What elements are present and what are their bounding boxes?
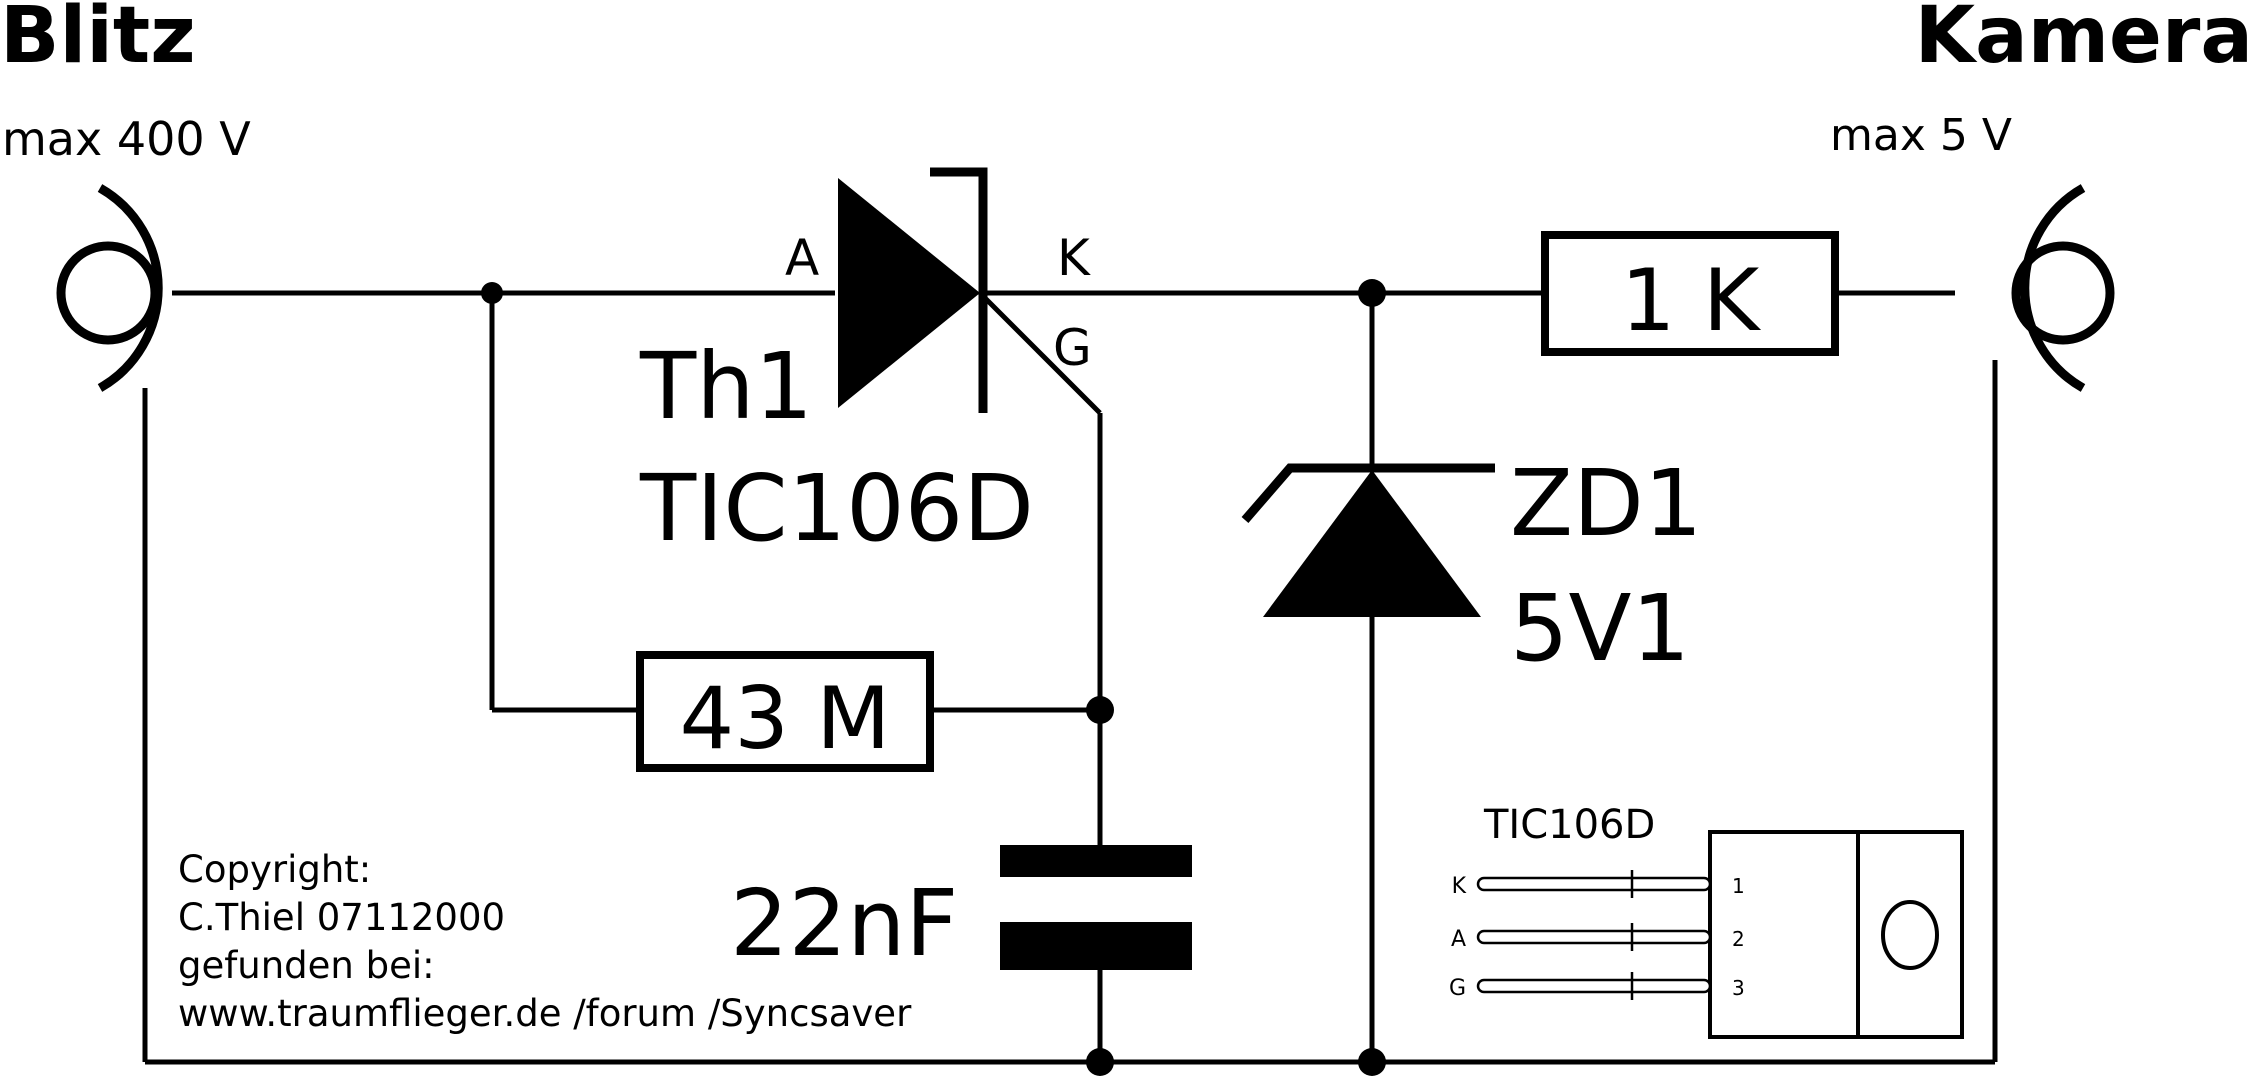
left-title: Blitz bbox=[0, 0, 196, 81]
package-pin: A 2 bbox=[1451, 923, 1745, 952]
resistor-1k-label: 1 K bbox=[1621, 251, 1762, 351]
package-pin-label: K bbox=[1452, 874, 1467, 899]
copyright-line: gefunden bei: bbox=[178, 944, 435, 987]
right-subtitle: max 5 V bbox=[1830, 110, 2012, 161]
package-drawing: TIC106D K 1 A 2 G 3 bbox=[1449, 802, 1964, 1039]
left-subtitle: max 400 V bbox=[2, 112, 251, 166]
resistor-43m bbox=[636, 651, 934, 772]
camera-jack bbox=[2011, 184, 2115, 392]
capacitor-label: 22nF bbox=[730, 870, 958, 977]
mounting-hole bbox=[1881, 900, 1939, 970]
package-pin: K 1 bbox=[1452, 870, 1745, 899]
package-pin-number: 1 bbox=[1732, 874, 1745, 898]
copyright-line: C.Thiel 07112000 bbox=[178, 896, 505, 939]
package-title: TIC106D bbox=[1483, 802, 1655, 848]
zener-name: ZD1 bbox=[1510, 450, 1702, 557]
thyristor-cathode-label: K bbox=[1057, 229, 1091, 287]
package-pin-number: 3 bbox=[1732, 976, 1745, 1000]
package-pin-number: 2 bbox=[1732, 927, 1745, 951]
package-pin-label: G bbox=[1449, 976, 1466, 1001]
copyright-line: www.traumflieger.de /forum /Syncsaver bbox=[178, 992, 912, 1035]
thyristor-type: TIC106D bbox=[639, 455, 1034, 562]
copyright-line: Copyright: bbox=[178, 848, 371, 891]
wires bbox=[142, 290, 1998, 1065]
package-pin: G 3 bbox=[1449, 972, 1745, 1001]
flash-jack bbox=[56, 184, 163, 392]
thyristor-name: Th1 bbox=[639, 333, 813, 440]
capacitor-symbol bbox=[1000, 845, 1192, 970]
right-title: Kamera bbox=[1915, 0, 2253, 81]
thyristor-symbol bbox=[838, 167, 988, 413]
junction-dots bbox=[481, 279, 1386, 1076]
copyright-notice: Copyright: C.Thiel 07112000 gefunden bei… bbox=[178, 848, 912, 1035]
zener-diode-symbol bbox=[1241, 463, 1495, 617]
resistor-1k bbox=[1541, 231, 1839, 356]
package-pin-label: A bbox=[1451, 927, 1466, 952]
resistor-43m-label: 43 M bbox=[680, 669, 891, 769]
zener-value: 5V1 bbox=[1510, 575, 1690, 682]
thyristor-gate-label: G bbox=[1053, 319, 1092, 377]
thyristor-anode-label: A bbox=[785, 229, 819, 287]
